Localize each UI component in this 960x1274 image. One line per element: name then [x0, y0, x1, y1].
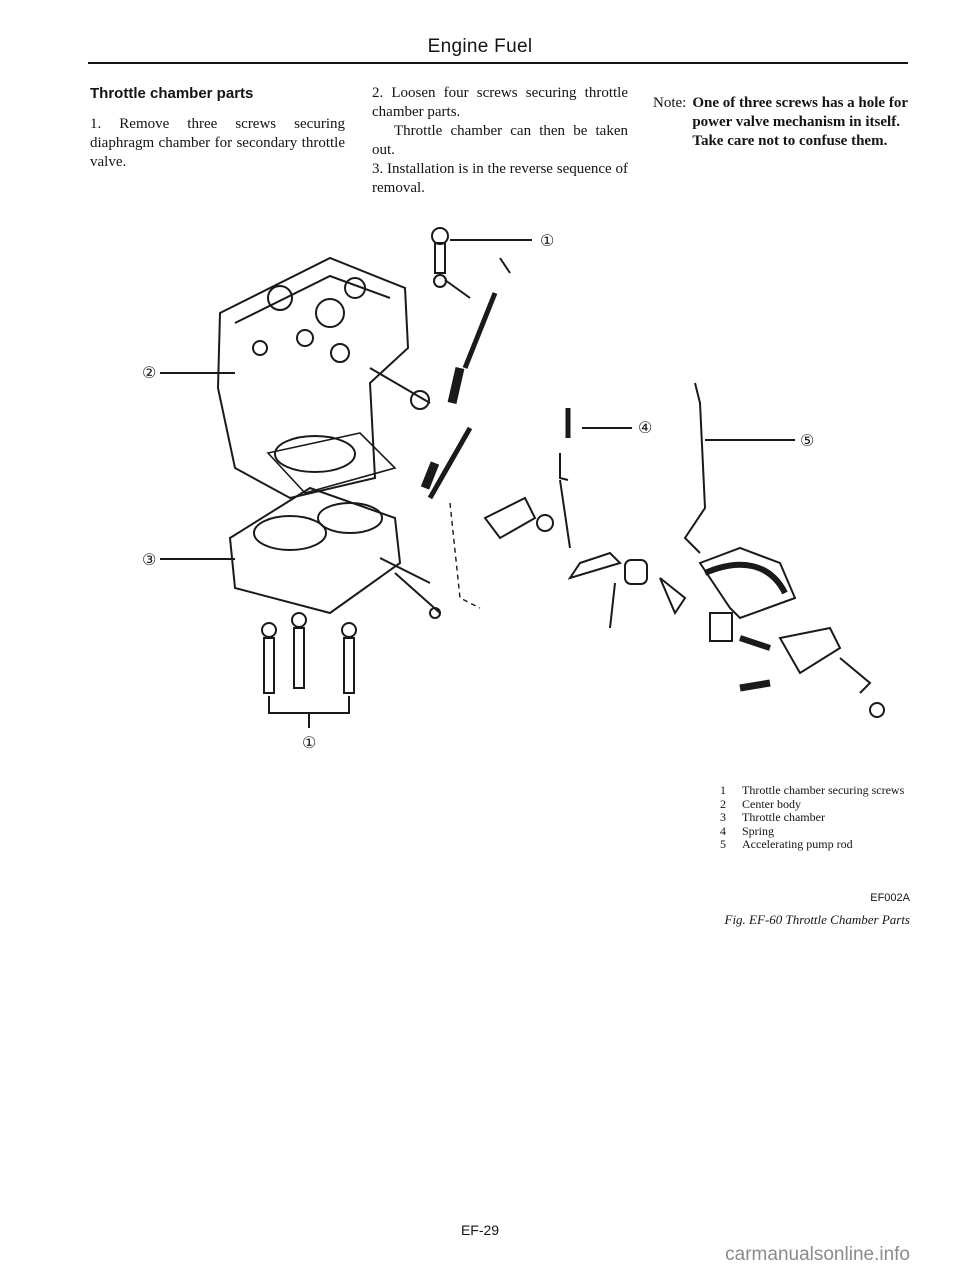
- legend-text: Throttle chamber: [742, 810, 825, 824]
- legend-number: 2: [720, 796, 726, 811]
- page-number: EF-29: [460, 1222, 500, 1238]
- top-screws-drawing: [420, 227, 511, 500]
- step-3: 3. Installation is in the reverse sequen…: [372, 161, 628, 196]
- lower-screws-drawing: [261, 612, 357, 728]
- note: Note: One of three screws has a hole for…: [653, 94, 913, 151]
- note-text: One of three screws has a hole for power…: [692, 95, 908, 149]
- column-middle: 2. Loosen four screws securing throttle …: [372, 84, 628, 198]
- section-title: Throttle chamber parts: [90, 85, 254, 102]
- legend-item: 3 Throttle chamber: [720, 810, 920, 825]
- legend-text: Center body: [742, 796, 801, 811]
- legend-item: 5 Accelerating pump rod: [720, 837, 920, 852]
- center-body-drawing: [216, 256, 431, 500]
- callout-3: ③: [142, 552, 156, 569]
- legend-number: 3: [720, 810, 726, 824]
- legend-item: 1 Throttle chamber securing screws: [720, 783, 920, 798]
- note-label: Note:: [653, 95, 687, 111]
- legend-number: 4: [720, 823, 726, 838]
- callout-2: ②: [142, 365, 156, 382]
- watermark: carmanualsonline.info: [725, 1244, 910, 1265]
- callout-5: ⑤: [800, 433, 814, 450]
- callout-4: ④: [638, 420, 652, 437]
- header-rule: [88, 62, 908, 64]
- step-1: 1. Remove three screws securing diaphrag…: [90, 116, 345, 170]
- figure-legend: 1 Throttle chamber securing screws 2 Cen…: [720, 783, 920, 852]
- legend-item: 2 Center body: [720, 796, 920, 812]
- exploded-diagram: ① ② ③ ④ ⑤ ①: [142, 227, 885, 752]
- pump-rod-drawing: [683, 382, 885, 718]
- legend-text: Spring: [742, 823, 775, 838]
- step-2: 2. Loosen four screws securing throttle …: [372, 85, 628, 120]
- throttle-chamber-drawing: [228, 486, 441, 619]
- callout-1-top: ①: [540, 233, 554, 250]
- legend-item: 4 Spring: [720, 823, 920, 839]
- page-header: Engine Fuel: [427, 36, 533, 57]
- legend-text: Throttle chamber securing screws: [742, 783, 905, 797]
- step-2-continued: Throttle chamber can then be taken out.: [372, 123, 628, 158]
- figure-caption: Fig. EF-60 Throttle Chamber Parts: [724, 912, 911, 927]
- legend-number: 1: [720, 783, 726, 797]
- linkage-drawing: [449, 408, 687, 629]
- legend-number: 5: [720, 837, 726, 851]
- column-left: Throttle chamber parts 1. Remove three s…: [90, 84, 345, 172]
- legend-text: Accelerating pump rod: [742, 837, 853, 851]
- callout-1-bottom: ①: [302, 735, 316, 752]
- column-right: Note: One of three screws has a hole for…: [653, 84, 913, 151]
- figure-code: EF002A: [870, 892, 910, 904]
